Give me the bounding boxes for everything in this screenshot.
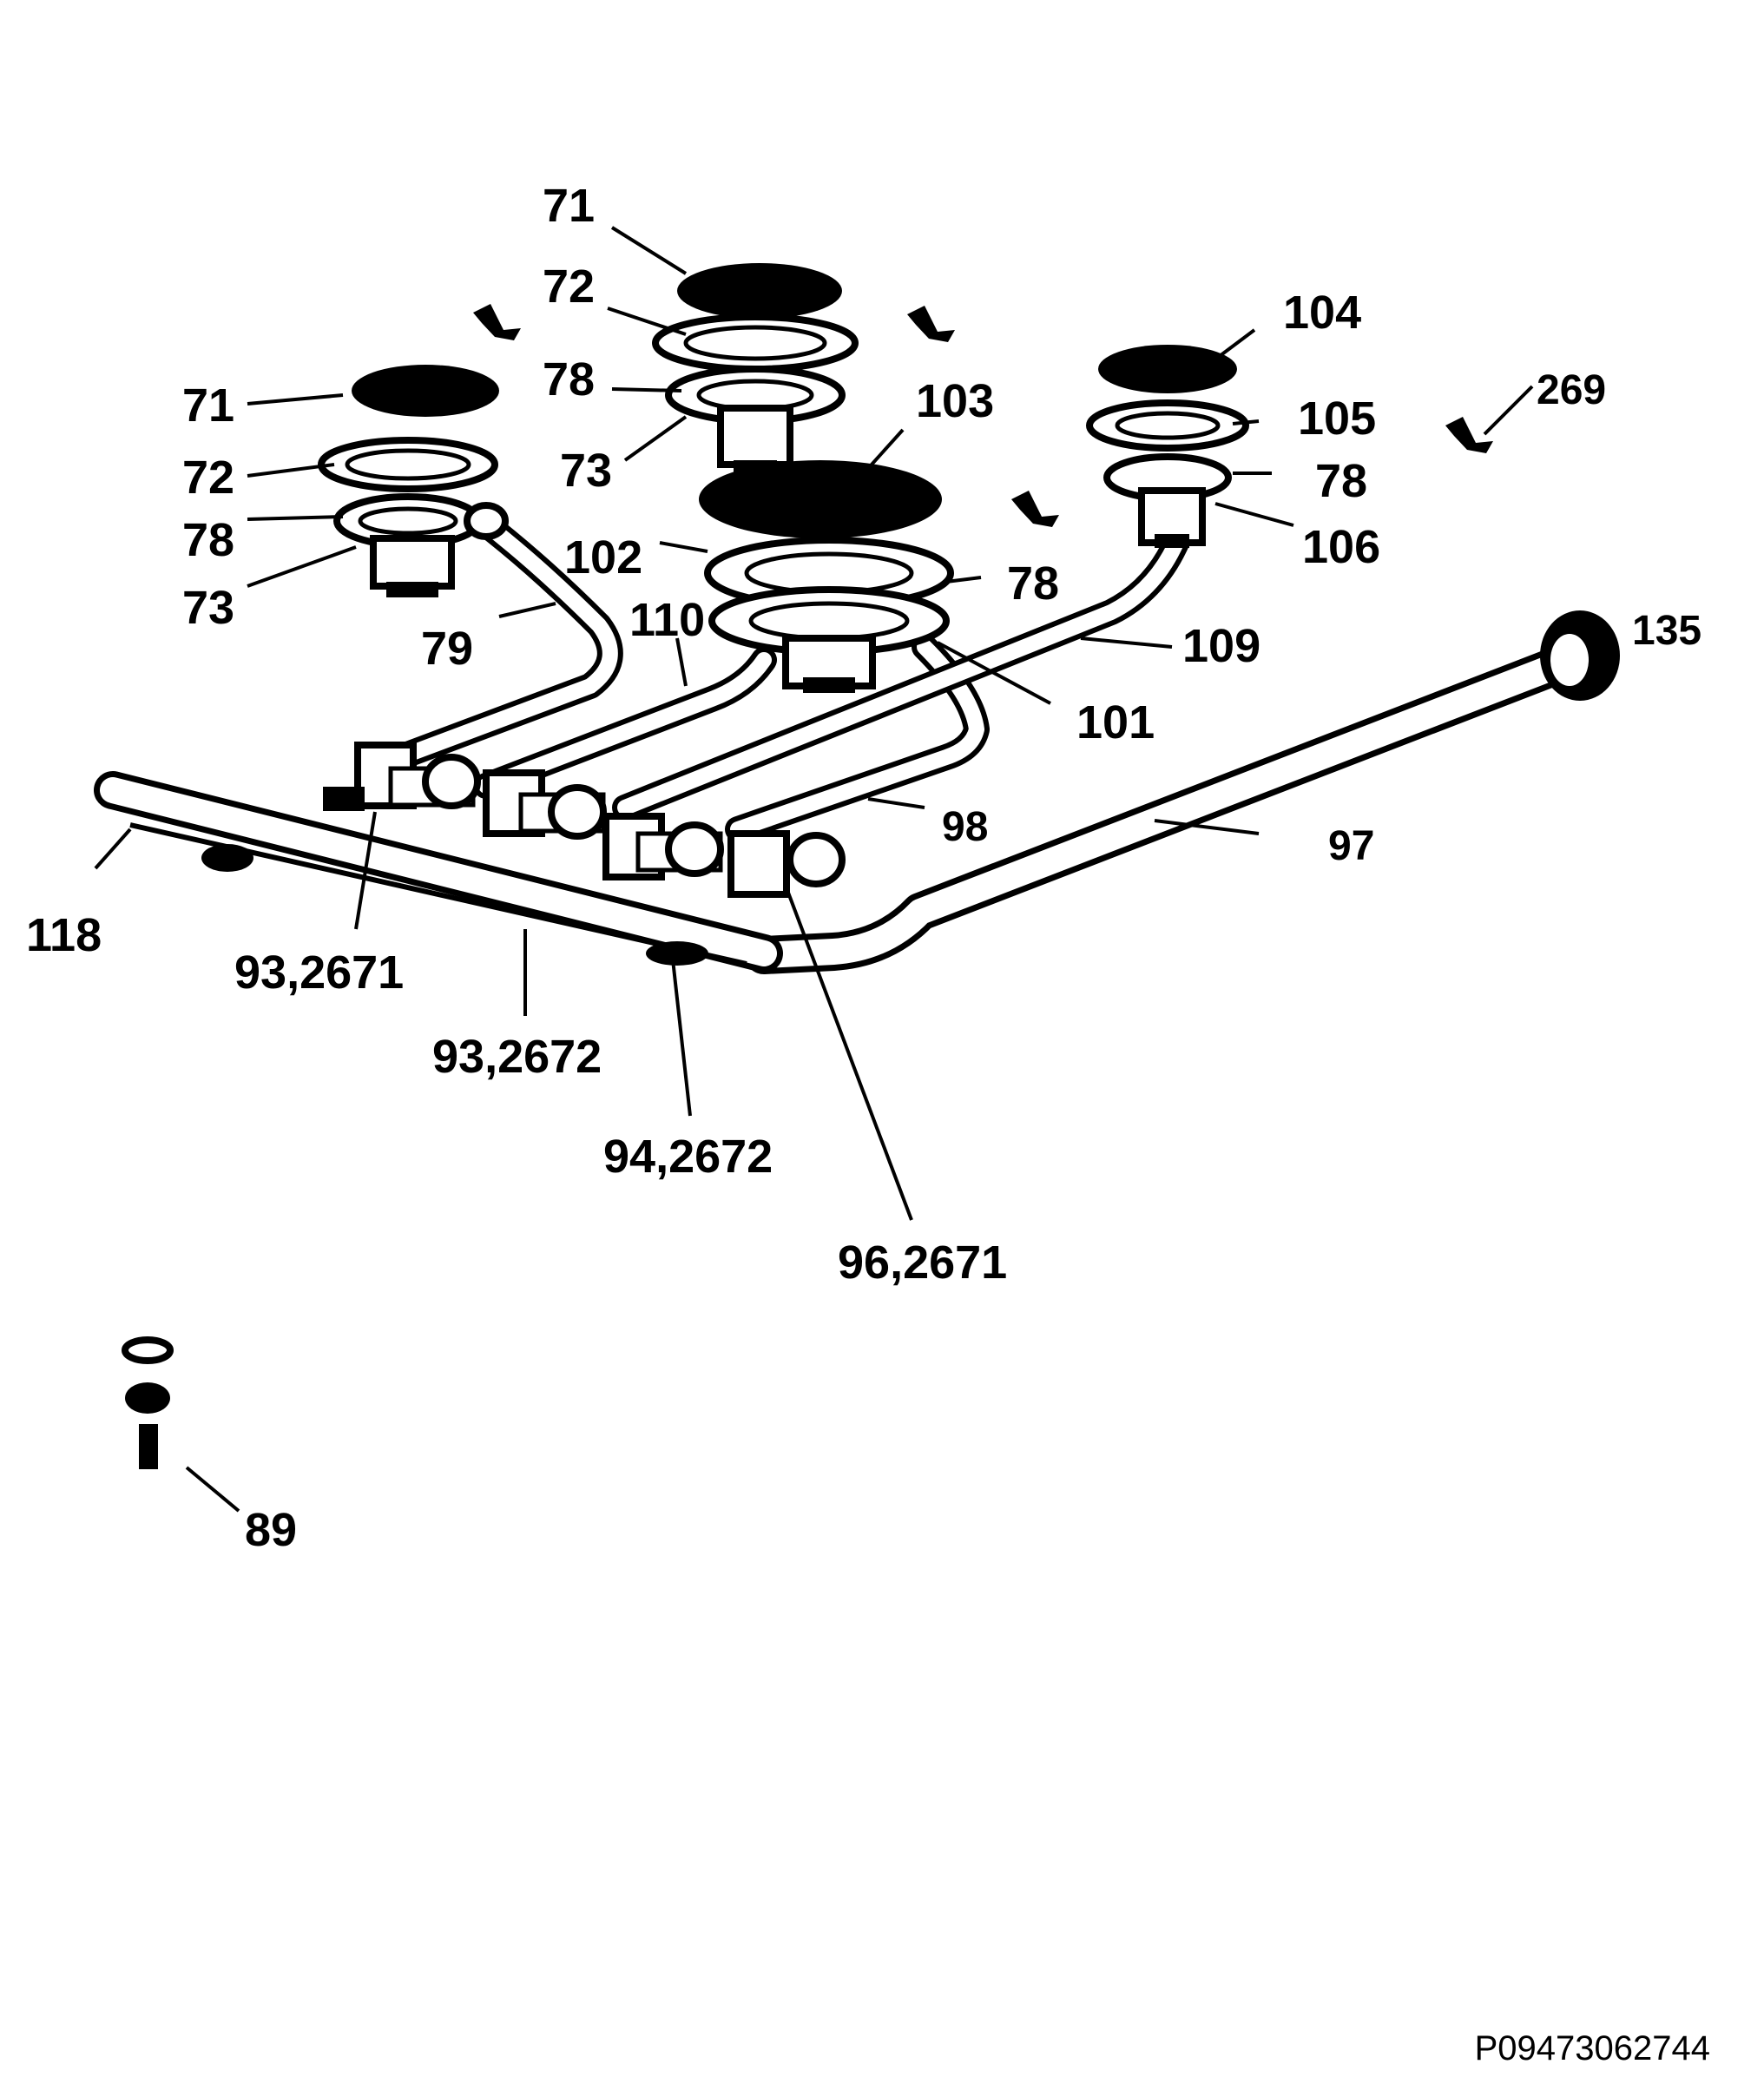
label-110: 110 — [629, 594, 705, 646]
label-101: 101 — [1076, 696, 1155, 749]
label-269: 269 — [1537, 367, 1606, 413]
label-78: 78 — [1007, 557, 1059, 610]
label-93-2672: 93,2672 — [432, 1031, 602, 1083]
label-71: 71 — [182, 379, 234, 432]
label-78: 78 — [1315, 455, 1367, 507]
part-labels: 71 72 78 73 71 72 78 73 79 102 110 103 7… — [26, 180, 1701, 1556]
label-72: 72 — [182, 452, 234, 504]
burner-cap-icon — [352, 365, 499, 417]
label-89: 89 — [245, 1504, 297, 1556]
burner-cap-icon — [1098, 345, 1237, 393]
burner-cap-icon — [677, 263, 842, 319]
leader-lines — [94, 226, 1616, 1513]
label-104: 104 — [1283, 287, 1361, 339]
label-98: 98 — [942, 804, 988, 850]
label-79: 79 — [421, 623, 473, 675]
label-103: 103 — [916, 375, 994, 427]
burner-cap-icon — [699, 460, 942, 538]
gas-valve-icon — [201, 742, 846, 966]
label-78: 78 — [543, 353, 595, 406]
clip-icon — [473, 304, 1493, 527]
label-106: 106 — [1302, 521, 1380, 573]
gas-pipes — [94, 508, 1590, 974]
label-109: 109 — [1182, 620, 1260, 672]
label-97: 97 — [1328, 823, 1374, 869]
burner-top-center — [652, 263, 859, 474]
label-73: 73 — [560, 445, 612, 497]
diagram-code: P09473062744 — [1475, 2029, 1710, 2068]
label-93-2671: 93,2671 — [234, 946, 404, 999]
label-118: 118 — [26, 909, 102, 961]
label-135: 135 — [1632, 608, 1701, 654]
label-71: 71 — [543, 180, 595, 232]
label-73: 73 — [182, 582, 234, 634]
screw-icon — [122, 1336, 174, 1469]
pipe-end-135 — [1540, 610, 1620, 701]
label-72: 72 — [543, 260, 595, 313]
label-96-2671: 96,2671 — [838, 1237, 1007, 1289]
label-78: 78 — [182, 514, 234, 566]
label-94-2672: 94,2672 — [603, 1131, 773, 1183]
burner-large — [699, 460, 954, 693]
label-105: 105 — [1298, 392, 1376, 445]
burner-left — [318, 365, 509, 597]
label-102: 102 — [564, 531, 642, 584]
burner-right — [1086, 345, 1249, 548]
